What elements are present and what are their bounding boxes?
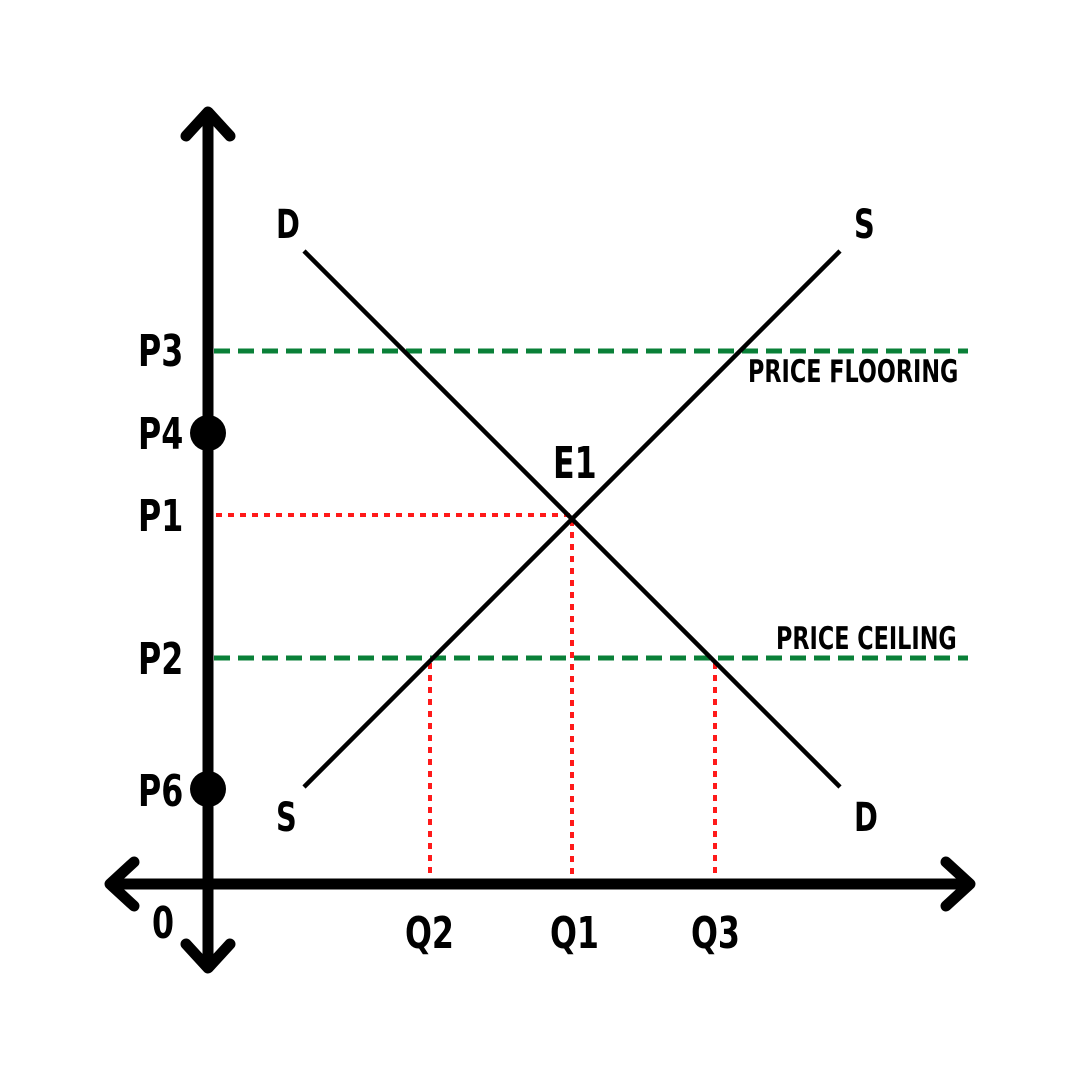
quantity-axis-arrow-left-icon [104, 856, 140, 912]
demand-label-bottom: D [854, 795, 878, 841]
price-label-p2: P2 [138, 634, 184, 685]
price-label-p3: P3 [138, 326, 184, 377]
supply-label-bottom: S [276, 795, 297, 841]
supply-curve [302, 249, 842, 789]
price-axis-arrow-down-icon [180, 938, 236, 974]
price-label-p6: P6 [138, 766, 184, 817]
quantity-label-q1: Q1 [550, 908, 599, 959]
price-label-p4: P4 [138, 409, 184, 460]
supply-label-top: S [854, 202, 875, 248]
price-ceiling-label: PRICE CEILING [776, 621, 957, 657]
price-floor-label: PRICE FLOORING [748, 354, 959, 390]
equilibrium-label: E1 [553, 438, 597, 489]
price-axis-arrow-up-icon [180, 106, 236, 142]
p6-marker [190, 771, 226, 807]
quantity-label-q2: Q2 [405, 908, 454, 959]
quantity-label-q3: Q3 [691, 908, 740, 959]
price-label-p1: P1 [138, 491, 184, 542]
quantity-axis-arrow-right-icon [940, 856, 976, 912]
p4-marker [190, 415, 226, 451]
origin-label: 0 [152, 898, 175, 949]
demand-label-top: D [276, 202, 300, 248]
